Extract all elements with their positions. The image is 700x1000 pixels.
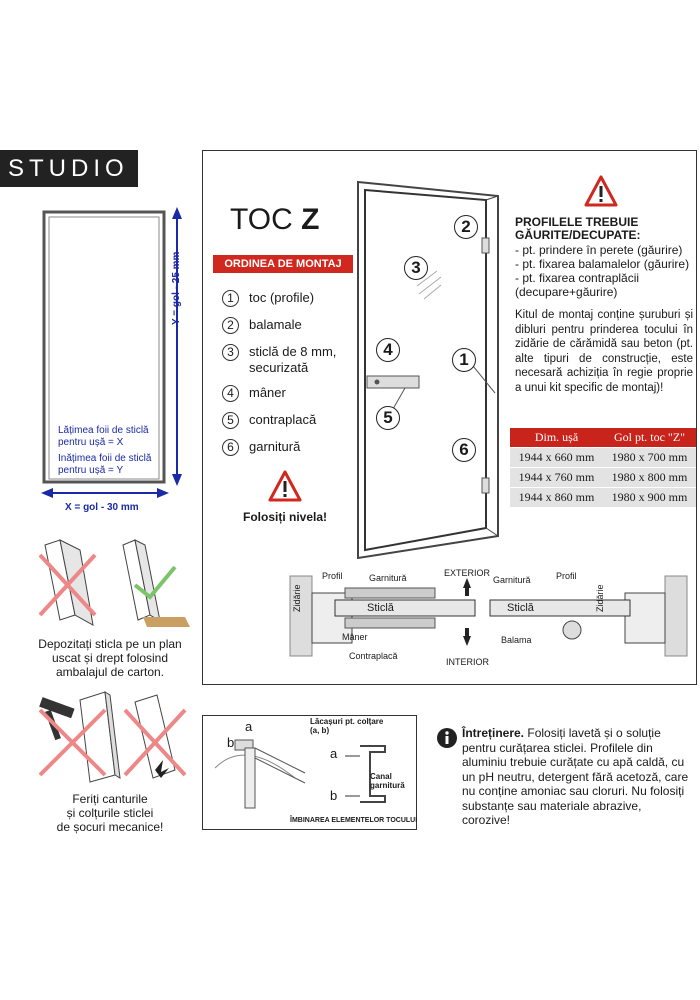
corner-b-right: b — [330, 788, 338, 803]
callout-6: 6 — [452, 438, 476, 462]
storage-illustration — [38, 539, 190, 627]
edge-impact-illustration — [38, 691, 187, 783]
label-balama: Balama — [501, 635, 532, 645]
lacasuri-label: Lăcașuri pt. colțare (a, b) — [310, 717, 384, 735]
warning-item: - pt. fixarea balamalelor (găurire) — [515, 257, 690, 271]
step-label: sticlă de 8 mm, securizată — [249, 344, 337, 375]
edges-caption-line: și colțurile sticlei — [66, 806, 154, 820]
warning-item: - pt. fixarea contraplăcii (decupare+gău… — [515, 271, 640, 299]
step-item: 4 mâner — [222, 385, 362, 412]
callout-5: 5 — [376, 406, 400, 430]
corner-a-right: a — [330, 746, 338, 761]
storage-caption-line: ambalajul de carton. — [55, 665, 165, 679]
title-toc: TOC — [230, 203, 293, 236]
callout-4: 4 — [376, 338, 400, 362]
label-garnitura-right: Garnitură — [493, 575, 531, 585]
callout-1: 1 — [452, 348, 476, 372]
step-number: 3 — [222, 344, 239, 361]
label-interior: INTERIOR — [446, 657, 490, 667]
step-number: 6 — [222, 439, 239, 456]
corner-b-left: b — [227, 735, 235, 750]
callout-2: 2 — [454, 215, 478, 239]
label-sticla-left: Sticlă — [367, 602, 394, 614]
label-zidarie-left: Zidărie — [292, 584, 302, 612]
table-header: Dim. ușă — [510, 428, 603, 448]
table-row: 1944 x 860 mm 1980 x 900 mm — [510, 487, 696, 507]
storage-caption-line: uscat și drept folosind — [51, 651, 169, 665]
step-item: 2 balamale — [222, 317, 362, 344]
height-label: Inățimea foii de sticlă pentru ușă = Y — [58, 453, 152, 476]
main-instruction-panel — [202, 150, 697, 685]
table-row: 1944 x 760 mm 1980 x 800 mm — [510, 467, 696, 488]
step-number: 4 — [222, 385, 239, 402]
step-number: 2 — [222, 317, 239, 334]
order-header: ORDINEA DE MONTAJ — [213, 255, 353, 273]
warning-title: PROFILELE TREBUIE GĂURITE/DECUPATE: — [515, 215, 641, 242]
corner-a-left: a — [245, 719, 253, 734]
step-label: garnitură — [249, 439, 301, 454]
product-title: TOC Z — [230, 203, 319, 237]
label-contraplaca: Contraplacă — [349, 651, 398, 661]
storage-caption: Depozitați sticla pe un plan uscat și dr… — [20, 637, 200, 679]
cross-section-drawing — [289, 575, 688, 657]
table-cell: 1980 x 800 mm — [603, 467, 696, 488]
assembly-steps: 1 toc (profile) 2 balamale 3 sticlă de 8 mm… — [222, 290, 362, 466]
table-cell: 1944 x 660 mm — [510, 447, 603, 468]
table-header: Gol pt. toc "Z" — [603, 428, 696, 448]
label-profil-left: Profil — [322, 571, 343, 581]
table-cell: 1944 x 860 mm — [510, 487, 603, 507]
table-row: 1944 x 660 mm 1980 x 700 mm — [510, 447, 696, 468]
glass-dimension-diagram — [41, 207, 182, 498]
step-item: 6 garnitură — [222, 439, 362, 466]
step-label: mâner — [249, 385, 286, 400]
table-cell: 1980 x 900 mm — [603, 487, 696, 507]
warning-item: - pt. prindere în perete (găurire) — [515, 243, 683, 257]
warning-icon — [268, 470, 302, 502]
dimension-table: Dim. ușă Gol pt. toc "Z" 1944 x 660 mm 1… — [510, 428, 696, 507]
label-zidarie-right: Zidărie — [595, 584, 605, 612]
step-number: 5 — [222, 412, 239, 429]
door-drawing — [357, 180, 499, 560]
step-item: 1 toc (profile) — [222, 290, 362, 317]
kit-note: Kitul de montaj conține șuruburi și dibl… — [515, 309, 693, 394]
y-dimension: Y = gol - 25 mm — [171, 251, 182, 325]
edges-caption-line: Feriți canturile — [72, 792, 148, 806]
table-header-row: Dim. ușă Gol pt. toc "Z" — [510, 428, 696, 448]
label-sticla-right: Sticlă — [507, 602, 534, 614]
step-label: toc (profile) — [249, 290, 315, 305]
storage-caption-line: Depozitați sticla pe un plan — [38, 637, 182, 651]
brand-label: STUDIO — [8, 155, 129, 182]
canal-label: Canal garnitură — [370, 772, 405, 790]
label-profil-right: Profil — [556, 571, 577, 581]
step-item: 3 sticlă de 8 mm, securizată — [222, 344, 362, 385]
title-z: Z — [301, 203, 320, 236]
width-label: Lățimea foii de sticlă pentru ușă = X — [58, 425, 149, 448]
step-number: 1 — [222, 290, 239, 307]
table-cell: 1944 x 760 mm — [510, 467, 603, 488]
warning-list: - pt. prindere în perete (găurire) - pt.… — [515, 243, 695, 299]
level-note: Folosiți nivela! — [243, 510, 328, 524]
step-label: balamale — [249, 317, 302, 332]
label-maner: Mâner — [342, 632, 368, 642]
label-garnitura-left: Garnitură — [369, 573, 407, 583]
joint-footer: ÎMBINAREA ELEMENTELOR TOCULUI — [290, 817, 418, 824]
x-dimension: X = gol - 30 mm — [65, 502, 139, 513]
frame-joint-panel — [202, 715, 417, 830]
step-item: 5 contraplacă — [222, 412, 362, 439]
callout-3: 3 — [404, 256, 428, 280]
label-exterior: EXTERIOR — [444, 568, 491, 578]
edges-caption-line: de șocuri mecanice! — [56, 820, 164, 834]
edges-caption: Feriți canturile și colțurile sticlei de… — [20, 792, 200, 834]
maintenance-text: Folosiți lavetă și o soluție pentru cură… — [462, 726, 689, 827]
info-icon — [437, 728, 457, 748]
joint-drawing — [214, 739, 386, 809]
maintenance-note: Întreținere. Folosiți lavetă și o soluți… — [462, 726, 692, 828]
brand-badge: STUDIO — [0, 150, 138, 187]
step-label: contraplacă — [249, 412, 317, 427]
maintenance-title: Întreținere. — [462, 726, 525, 740]
warning-icon — [584, 175, 618, 207]
table-cell: 1980 x 700 mm — [603, 447, 696, 468]
